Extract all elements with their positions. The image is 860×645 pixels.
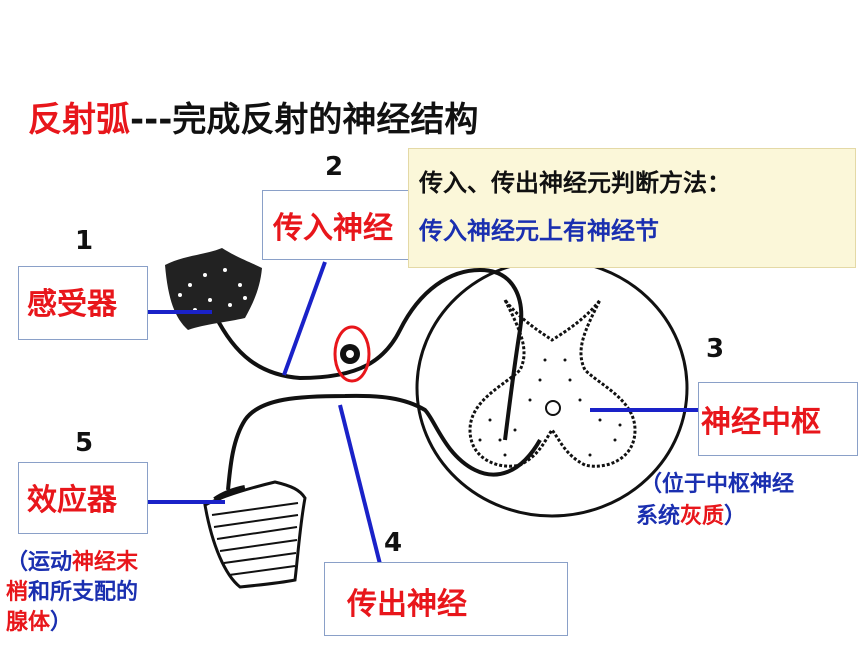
note-line-1: 传入、传出神经元判断方法： [419, 169, 731, 197]
effector-muscle [203, 480, 307, 589]
effector-note-line-2: 梢和所支配的 [6, 578, 138, 608]
number-3: 3 [706, 334, 725, 364]
gray-matter-stipple [478, 358, 622, 457]
page-title: 反射弧---完成反射的神经结构 [28, 92, 478, 141]
pointer-lines [148, 261, 698, 573]
afferent-fiber [213, 267, 524, 441]
center-note-system: 系统 [636, 504, 681, 529]
afferent-nerve-label: 传入神经 [262, 190, 422, 260]
effector-note-tip: 梢 [6, 580, 29, 605]
center-note-gray-matter: 灰质 [680, 504, 725, 529]
number-2: 2 [325, 152, 344, 182]
effector-note-close: ） [50, 610, 73, 635]
receptor-skin [165, 248, 262, 330]
ganglion-highlight-ring [333, 325, 371, 383]
title-main: 反射弧 [28, 100, 130, 140]
center-note-line-1: （位于中枢神经 [640, 472, 795, 497]
effector-note-nerve-end: 神经末 [72, 550, 139, 575]
effector-note-innervated: 和所支配的 [28, 580, 139, 605]
center-note-close: ） [724, 504, 747, 529]
number-5: 5 [75, 428, 94, 458]
title-rest: ---完成反射的神经结构 [130, 100, 479, 140]
spinal-cord-gray-matter [468, 299, 637, 468]
effector-note-line-1: （运动神经末 [6, 548, 138, 578]
effector-note-gland: 腺体 [6, 610, 51, 635]
efferent-nerve-label: 传出神经 [324, 562, 568, 636]
note-line-2: 传入神经元上有神经节 [419, 217, 659, 245]
nerve-center-label: 神经中枢 [698, 382, 858, 456]
ganglion-core [346, 350, 354, 358]
number-4: 4 [384, 528, 403, 558]
receptor-label: 感受器 [18, 266, 148, 340]
efferent-fiber [226, 393, 542, 491]
effector-note-motor: （运动 [6, 550, 73, 575]
central-canal [545, 400, 561, 416]
neuron-identification-note: 传入、传出神经元判断方法： 传入神经元上有神经节 [408, 148, 856, 268]
center-note-line-2: 系统灰质） [636, 502, 746, 532]
effector-note-line-3: 腺体） [6, 608, 72, 638]
number-1: 1 [75, 226, 94, 256]
effector-label: 效应器 [18, 462, 148, 534]
